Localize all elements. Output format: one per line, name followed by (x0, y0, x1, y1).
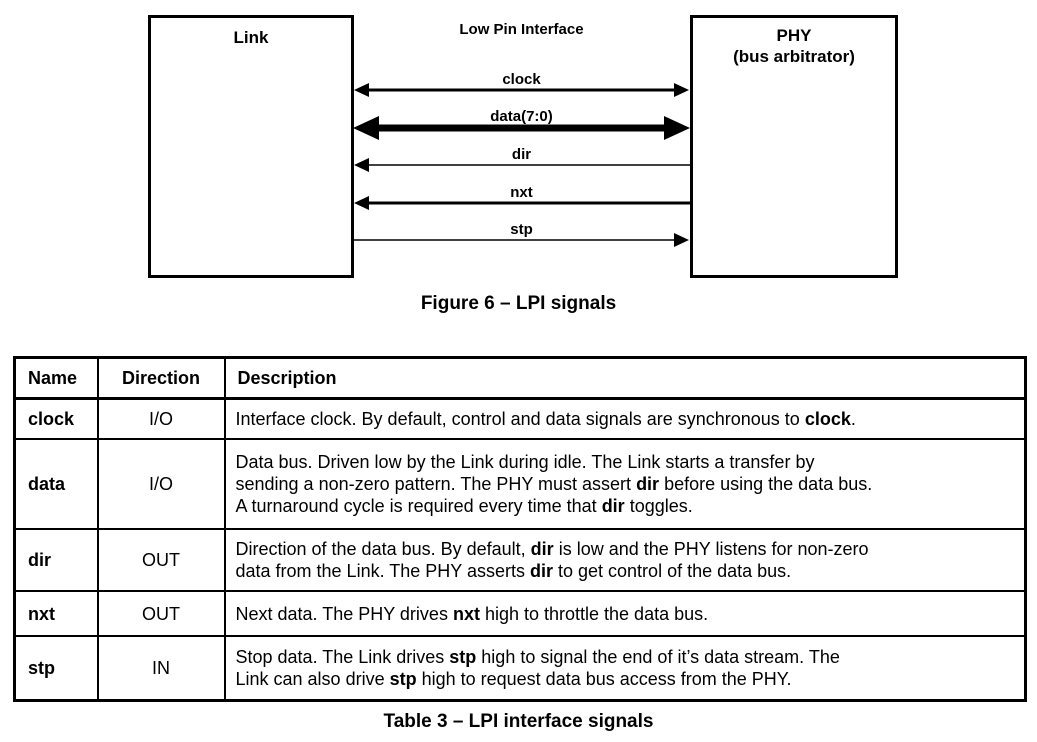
phy-box-label: PHY (776, 26, 812, 45)
signal-name-cell: stp (13, 635, 99, 701)
table-header-row: Name Direction Description (13, 356, 1027, 400)
column-header-direction: Direction (96, 356, 226, 400)
lpi-signals-table: Name Direction Description clock I/O Int… (13, 356, 1027, 702)
interface-title: Low Pin Interface (459, 21, 584, 38)
table-row-stp: stp IN Stop data. The Link drives stp hi… (13, 635, 1027, 701)
signal-direction-cell: I/O (96, 397, 226, 440)
signal-name-cell: data (13, 438, 99, 530)
table-row-data: data I/O Data bus. Driven low by the Lin… (13, 438, 1027, 530)
table-row-nxt: nxt OUT Next data. The PHY drives nxt hi… (13, 590, 1027, 637)
phy-box-sublabel: (bus arbitrator) (733, 47, 855, 66)
table-row-dir: dir OUT Direction of the data bus. By de… (13, 528, 1027, 592)
nxt-arrow (354, 196, 690, 210)
signal-label-nxt: nxt (510, 184, 533, 201)
signal-direction-cell: IN (96, 635, 226, 701)
clock-arrow (354, 83, 689, 97)
data-bus-arrow (353, 116, 690, 140)
signal-description-cell: Next data. The PHY drives nxt high to th… (223, 590, 1027, 637)
signal-label-stp: stp (510, 221, 533, 238)
signal-name-cell: nxt (13, 590, 99, 637)
signal-label-clock: clock (502, 71, 541, 88)
signal-label-dir: dir (511, 146, 532, 163)
signal-name-cell: dir (13, 528, 99, 592)
stp-arrow (353, 233, 689, 247)
dir-arrow (354, 158, 690, 172)
column-header-description: Description (223, 356, 1027, 400)
signal-description-cell: Stop data. The Link drives stp high to s… (223, 635, 1027, 701)
link-box-label: Link (233, 28, 269, 47)
lpi-arrows-graphic (353, 83, 690, 247)
column-header-name: Name (13, 356, 99, 400)
table-caption: Table 3 – LPI interface signals (383, 711, 654, 732)
table-row-clock: clock I/O Interface clock. By default, c… (13, 397, 1027, 440)
signal-name-cell: clock (13, 397, 99, 440)
signal-label-data: data(7:0) (490, 108, 553, 125)
signal-description-cell: Data bus. Driven low by the Link during … (223, 438, 1027, 530)
phy-box: PHY (bus arbitrator) (690, 15, 898, 278)
signal-description-cell: Interface clock. By default, control and… (223, 397, 1027, 440)
figure-caption: Figure 6 – LPI signals (420, 293, 617, 314)
link-box: Link (148, 15, 354, 278)
signal-direction-cell: OUT (96, 528, 226, 592)
signal-description-cell: Direction of the data bus. By default, d… (223, 528, 1027, 592)
signal-direction-cell: OUT (96, 590, 226, 637)
signal-direction-cell: I/O (96, 438, 226, 530)
